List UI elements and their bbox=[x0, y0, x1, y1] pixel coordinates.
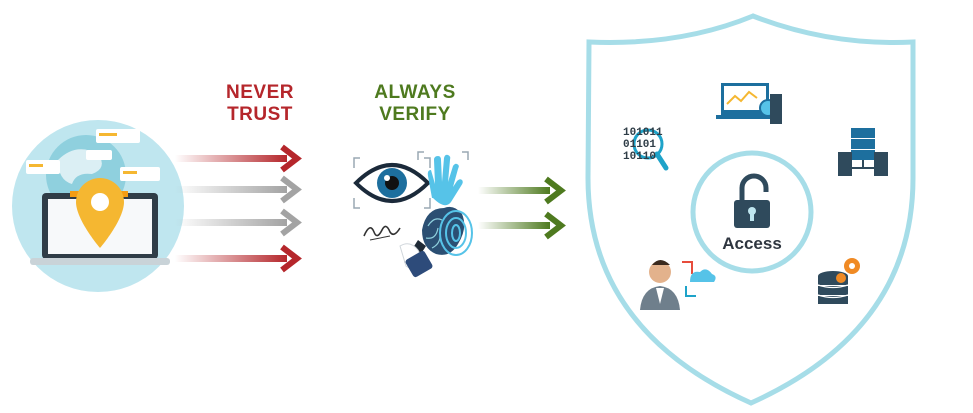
never-trust-label: NEVER TRUST bbox=[214, 82, 306, 126]
lock-icon bbox=[734, 173, 770, 228]
binary-code-line: 10110 bbox=[623, 151, 656, 163]
never-trust-arrows bbox=[175, 144, 302, 273]
fingerprint-brain-icon bbox=[422, 206, 473, 256]
database-gear-icon bbox=[817, 258, 860, 304]
green-arrow bbox=[478, 176, 566, 205]
eye-scan-icon bbox=[353, 157, 431, 209]
red-arrow bbox=[175, 244, 302, 273]
access-label: Access bbox=[722, 234, 782, 253]
red-arrow bbox=[175, 144, 302, 173]
binary-code-line: 101011 bbox=[623, 127, 663, 139]
user-cloud-icon bbox=[640, 260, 716, 310]
monitor-settings-icon bbox=[716, 83, 782, 124]
server-network-icon bbox=[838, 128, 888, 176]
binary-code-line: 01101 bbox=[623, 139, 656, 151]
laptop-location-icon bbox=[12, 120, 184, 292]
binary-search-icon bbox=[632, 128, 669, 171]
gray-arrow bbox=[175, 175, 302, 204]
binary-code: 101011 01101 10110 bbox=[623, 127, 663, 163]
always-verify-label: ALWAYS VERIFY bbox=[358, 82, 472, 126]
trust-label-line: TRUST bbox=[227, 104, 293, 125]
always-verify-arrows bbox=[478, 176, 566, 240]
signature-icon bbox=[363, 225, 433, 278]
gray-arrow bbox=[175, 208, 302, 237]
always-label-line: ALWAYS bbox=[374, 82, 456, 103]
green-arrow bbox=[478, 211, 566, 240]
never-label-line: NEVER bbox=[226, 82, 294, 103]
verify-label-line: VERIFY bbox=[379, 104, 451, 125]
hand-scan-icon bbox=[417, 151, 469, 206]
